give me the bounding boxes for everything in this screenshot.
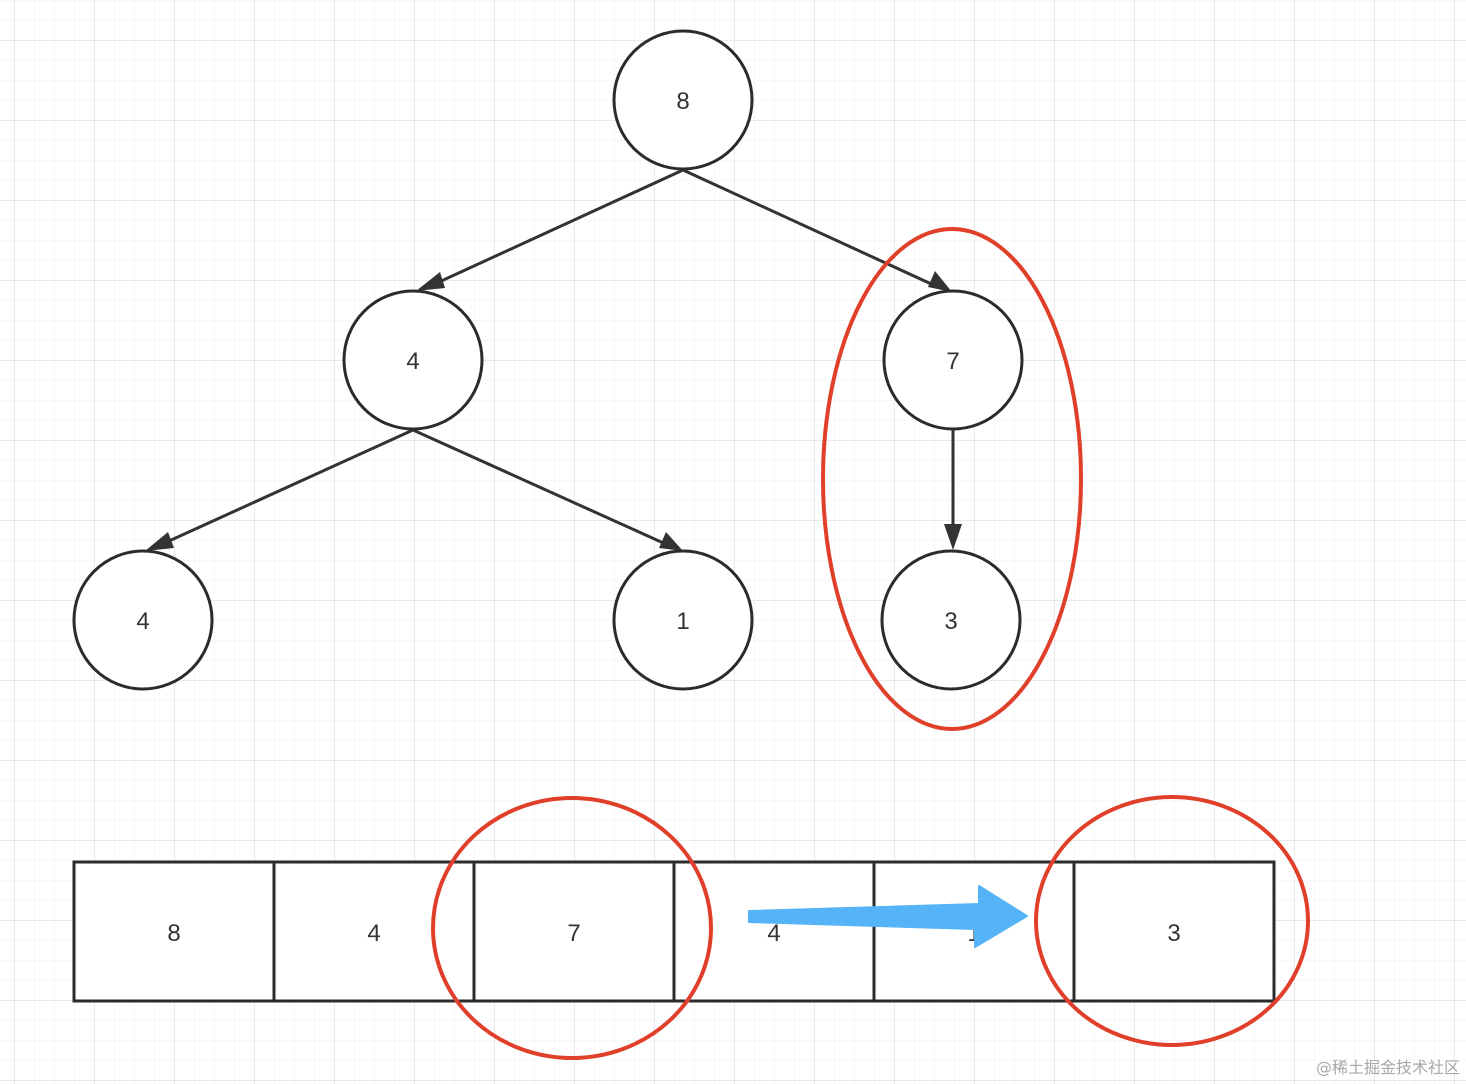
array-highlight-circle-3 [1034,795,1310,1047]
tree-node-left-left: 4 [72,549,214,691]
arrowhead-4-to-4 [145,532,174,551]
watermark: @稀土掘金技术社区 [1315,1058,1460,1077]
tree-node-right-label: 7 [946,348,959,375]
tree-node-left: 4 [342,289,484,431]
array-cell-5 [1072,860,1276,1003]
tree-node-right-left-label: 3 [944,608,957,635]
array: 8 4 7 4 1 3 [72,860,1276,1003]
edge-8-to-4 [425,168,684,290]
edge-4-to-4 [157,428,414,548]
subtree-highlight-ellipse [821,227,1083,731]
array-cell-5-label: 3 [1167,920,1180,947]
array-cell-1-label: 4 [367,920,380,947]
arrowhead-4-to-1 [659,532,683,551]
tree-node-left-label: 4 [406,348,419,375]
tree-node-left-right-label: 1 [676,608,689,635]
move-arrow [748,885,1028,948]
arrowhead-7-to-3 [944,524,962,550]
arrowhead-8-to-4 [416,272,445,291]
arrowhead-8-to-7 [928,271,952,292]
edge-8-to-7 [682,168,941,290]
tree-node-right-left: 3 [880,549,1022,691]
array-cell-0-label: 8 [167,920,180,947]
edge-4-to-1 [412,428,671,548]
tree-node-root-label: 8 [676,88,689,115]
tree-node-left-left-label: 4 [136,608,149,635]
array-cell-3 [672,860,876,1003]
array-cell-0 [72,860,276,1003]
array-cell-3-label: 4 [767,920,780,947]
tree-node-left-right: 1 [612,549,754,691]
array-cell-2-label: 7 [567,920,580,947]
tree-node-root: 8 [612,29,754,171]
array-highlight-circle-7 [431,796,713,1060]
tree-node-right: 7 [882,289,1024,431]
